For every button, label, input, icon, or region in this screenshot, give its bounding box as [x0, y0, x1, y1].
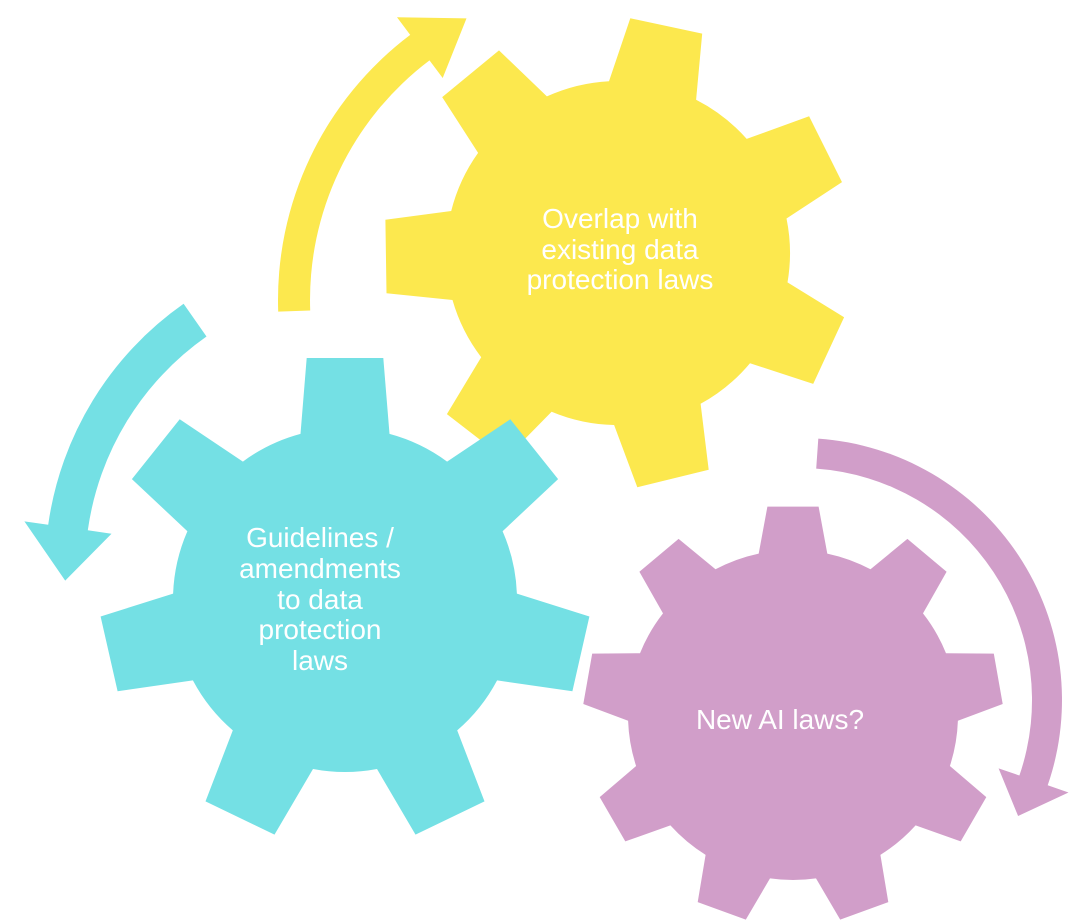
yellow-cycle-arrow — [277, 17, 467, 312]
cyan-cycle-arrow — [24, 303, 207, 581]
cyan-gear — [100, 358, 590, 835]
yellow-gear — [385, 18, 845, 488]
pink-cycle-arrow — [816, 438, 1069, 816]
pink-gear — [583, 506, 1003, 920]
